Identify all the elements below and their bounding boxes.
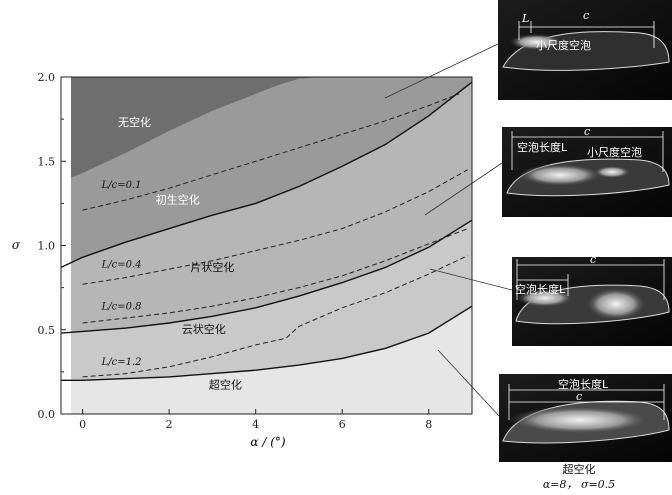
photo-caption-params: α=8， σ=0.5 xyxy=(542,478,616,491)
y-tick-label: 0.0 xyxy=(38,408,56,421)
y-axis-label: σ xyxy=(12,238,21,252)
y-tick-label: 1.5 xyxy=(38,155,56,168)
contour-line-1 xyxy=(82,169,468,285)
x-axis-label: α / (°) xyxy=(250,435,285,449)
photo-sheet-label-c: c xyxy=(584,125,590,138)
contour-line-2 xyxy=(82,228,468,324)
photo-inception-label-c: c xyxy=(583,9,589,22)
photo-cloud-label-length: 空泡长度L xyxy=(515,282,566,296)
contour-label: L/c=0.1 xyxy=(101,180,142,191)
connector-lines xyxy=(384,43,513,417)
photo-super-label-length: 空泡长度L xyxy=(558,377,609,391)
photo-sheet-label-bubble: 小尺度空泡 xyxy=(587,145,642,159)
boundary-inception-sheet xyxy=(61,81,472,269)
photo-caption-title: 超空化 xyxy=(562,463,596,476)
boundary-sheet-cloud xyxy=(61,219,472,334)
contour-line-0 xyxy=(82,93,460,211)
photo-super: 空泡长度L c xyxy=(499,374,672,462)
region-label: 无空化 xyxy=(118,115,151,129)
x-tick-label: 6 xyxy=(339,418,346,431)
x-tick-label: 4 xyxy=(252,418,259,431)
contour-line-3 xyxy=(82,255,468,378)
y-tick-label: 2.0 xyxy=(38,71,56,84)
photo-sheet-label-length: 空泡长度L xyxy=(517,140,568,154)
contour-label: L/c=1.2 xyxy=(101,357,142,368)
x-tick-label: 2 xyxy=(166,418,173,431)
y-tick-label: 1.0 xyxy=(38,240,56,253)
photo-super-label-c: c xyxy=(576,390,582,403)
contour-label: L/c=0.4 xyxy=(101,259,142,270)
region-label: 超空化 xyxy=(209,378,242,392)
photo-inception-label-L: L xyxy=(521,12,529,25)
x-tick-label: 8 xyxy=(425,418,432,431)
photo-inception: L c 小尺度空泡 xyxy=(498,0,672,100)
region-label: 云状空化 xyxy=(182,322,226,336)
photo-cloud: c 空泡长度L xyxy=(512,253,672,346)
x-tick-label: 0 xyxy=(79,418,86,431)
region-label: 片状空化 xyxy=(190,260,234,274)
boundary-cloud-super xyxy=(61,305,472,381)
photo-sheet: c 空泡长度L 小尺度空泡 xyxy=(502,125,672,217)
region-label: 初生空化 xyxy=(156,192,200,206)
region-no-cavitation xyxy=(61,77,472,182)
photo-inception-label-bubble: 小尺度空泡 xyxy=(536,38,591,52)
photo-cloud-label-c: c xyxy=(590,253,596,266)
contour-label: L/c=0.8 xyxy=(101,302,142,313)
y-tick-label: 0.5 xyxy=(38,324,56,337)
